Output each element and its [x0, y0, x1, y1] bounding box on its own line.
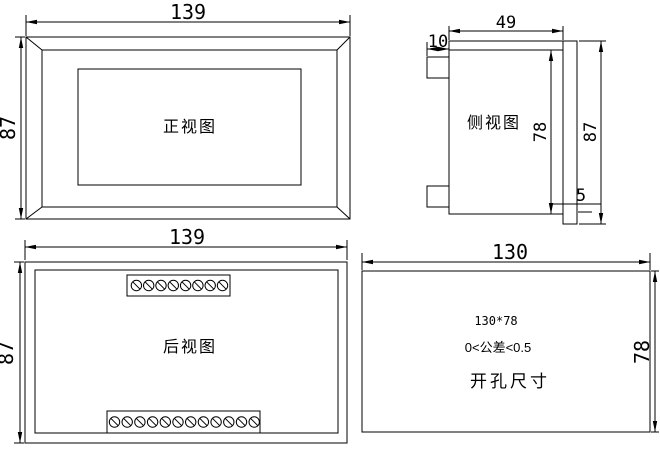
- cutout-tolerance-note: 0<公差<0.5: [465, 340, 532, 355]
- front-view-label: 正视图: [163, 118, 217, 136]
- cutout-view-label: 开孔尺寸: [470, 372, 550, 391]
- side-top-rail: [448, 40, 564, 51]
- terminal-screw-slot: [173, 417, 183, 427]
- cutout-width-dimension: 130: [492, 240, 528, 264]
- terminal-screw-icon: [143, 279, 155, 292]
- terminal-screw-slot: [156, 281, 166, 290]
- rear-width-dimension: 139: [169, 225, 205, 249]
- terminal-screw-icon: [108, 416, 121, 428]
- side-view: 侧视图 49 10 78 87 5: [426, 13, 606, 225]
- side-depth-dimension: 49: [496, 13, 516, 33]
- side-body-height-dimension: 78: [531, 122, 551, 142]
- terminal-screw-icon: [167, 279, 180, 292]
- terminal-screw-slot: [211, 417, 221, 427]
- terminal-screw-slot: [181, 281, 190, 290]
- terminal-screw-slot: [144, 281, 153, 290]
- terminal-screw-icon: [248, 416, 260, 428]
- terminal-screw-icon: [159, 416, 172, 428]
- terminal-screw-icon: [235, 416, 248, 428]
- rear-terminal-screws-top: [130, 279, 229, 292]
- terminal-screw-slot: [161, 417, 170, 427]
- terminal-screw-slot: [206, 281, 215, 290]
- front-bezel-inner-outline: [41, 49, 338, 208]
- cutout-size-note: 130*78: [474, 314, 517, 328]
- bevel-corner-line: [336, 206, 351, 220]
- terminal-screw-icon: [204, 279, 216, 292]
- terminal-screw-slot: [218, 281, 227, 290]
- terminal-screw-icon: [197, 416, 210, 428]
- rear-terminal-screws-bottom: [108, 416, 260, 428]
- terminal-screw-slot: [186, 417, 195, 427]
- terminal-screw-slot: [110, 417, 119, 427]
- terminal-screw-icon: [130, 279, 143, 292]
- terminal-screw-icon: [146, 416, 159, 428]
- side-terminal-block-bottom: [426, 185, 450, 208]
- front-view: 正视图 139 87: [0, 0, 351, 220]
- terminal-screw-slot: [224, 417, 233, 427]
- cutout-outline: [361, 270, 651, 433]
- front-display-window: [77, 68, 302, 186]
- rear-terminal-strip-top: [126, 274, 231, 297]
- side-bezel-thickness-dimension: 5: [576, 186, 586, 206]
- terminal-screw-slot: [193, 281, 203, 290]
- terminal-screw-icon: [216, 279, 229, 292]
- front-outer-case-outline: [25, 36, 351, 220]
- terminal-screw-slot: [123, 417, 132, 427]
- side-view-label: 侧视图: [467, 114, 521, 132]
- front-height-dimension: 87: [0, 116, 20, 140]
- bevel-corner-line: [336, 36, 351, 51]
- terminal-screw-icon: [185, 416, 197, 428]
- terminal-screw-slot: [132, 281, 141, 290]
- terminal-screw-slot: [199, 417, 208, 427]
- cutout-view: 130 78 130*78 0<公差<0.5 开孔尺寸: [361, 240, 659, 433]
- terminal-screw-slot: [135, 417, 145, 427]
- side-bezel-height-dimension: 87: [581, 122, 601, 142]
- terminal-screw-icon: [121, 416, 133, 428]
- rear-height-dimension: 87: [0, 341, 18, 365]
- terminal-screw-slot: [148, 417, 157, 427]
- terminal-screw-slot: [237, 417, 246, 427]
- rear-view: 后视图 139 87: [0, 225, 348, 444]
- side-terminal-depth-dimension: 10: [428, 32, 448, 52]
- terminal-screw-slot: [169, 281, 178, 290]
- terminal-screw-slot: [250, 417, 259, 427]
- bevel-corner-line: [25, 36, 43, 51]
- rear-view-label: 后视图: [163, 338, 217, 356]
- terminal-screw-icon: [172, 416, 184, 428]
- terminal-screw-icon: [223, 416, 235, 428]
- side-terminal-block-top: [426, 56, 450, 79]
- side-front-bezel: [562, 40, 578, 225]
- terminal-screw-icon: [134, 416, 146, 428]
- front-width-dimension: 139: [170, 0, 206, 24]
- cutout-height-dimension: 78: [630, 340, 654, 364]
- bevel-corner-line: [25, 206, 43, 220]
- rear-outer-case-outline: [24, 261, 348, 444]
- terminal-screw-icon: [155, 279, 167, 292]
- rear-terminal-strip-bottom: [106, 410, 261, 434]
- terminal-screw-icon: [192, 279, 204, 292]
- terminal-screw-icon: [179, 279, 192, 292]
- terminal-screw-icon: [210, 416, 222, 428]
